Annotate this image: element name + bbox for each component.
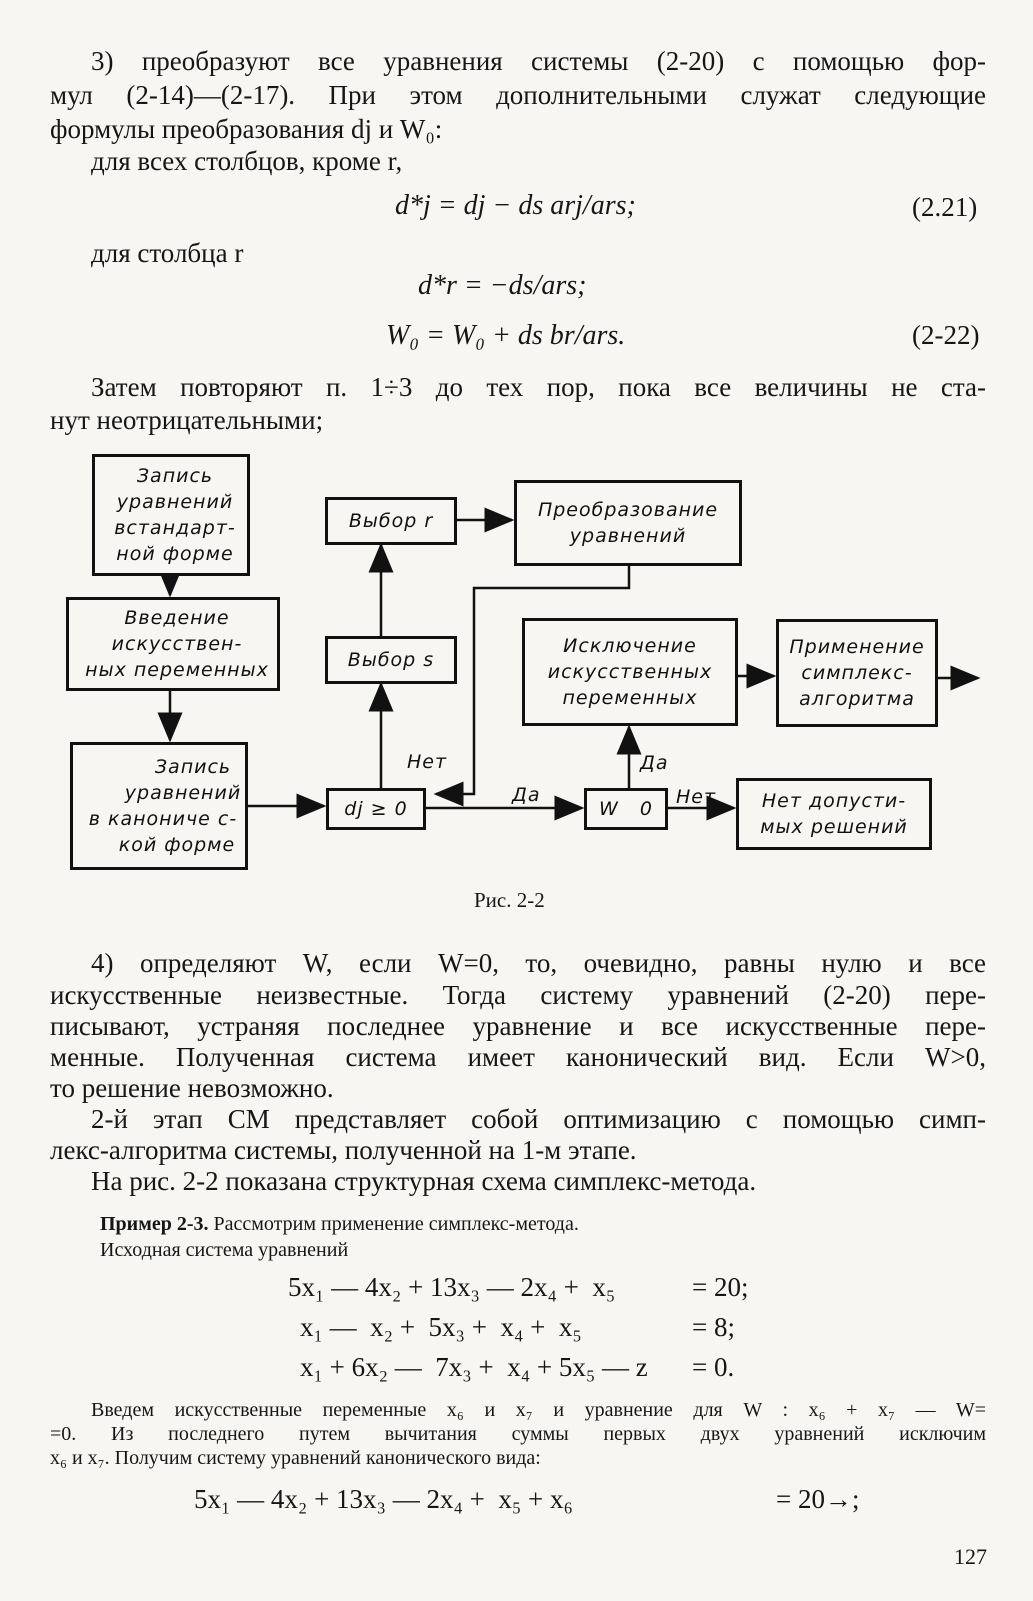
page-number: 127 (954, 1544, 987, 1569)
example-line2: Исходная система уравнений (100, 1239, 349, 1261)
box-choose-s: Выбор s (325, 636, 457, 684)
box-record-canonical-line: кой форме (118, 834, 236, 856)
formula-2-22-number: (2-22) (912, 320, 980, 350)
para3-line2: мул (2-14)—(2-17). При этом дополнительн… (50, 80, 986, 110)
formula-2-22-b: W₀ = W₀ + ds br/ars. (386, 320, 626, 351)
box-record-canonical: Запись уравнений в канониче с- кой форме (70, 742, 248, 870)
box-record-canonical-line: уравнений (124, 782, 242, 804)
box-intro-artificial: Введение искусствен- ных переменных (66, 597, 280, 691)
para3-line1: 3) преобразуют все уравнения системы (2-… (91, 46, 986, 76)
system2-eq1-left: 5x₁ — 4x₂ + 13x₃ — 2x₄ + x₅ + x₆ (194, 1484, 573, 1514)
example-title-bold: Пример 2-3. (100, 1213, 209, 1235)
box-intro-artificial-line: Введение (124, 607, 230, 629)
formula-2-21-number: (2.21) (912, 192, 978, 222)
system1-eq1-right: = 20; (692, 1272, 749, 1302)
box-apply-line: Применение (789, 636, 925, 658)
label-da-1: Да (512, 784, 541, 806)
box-record-standard: Запись уравнений встандарт- ной форме (92, 454, 250, 576)
box-exclude-artificial: Исключение искусственных переменных (522, 618, 738, 726)
para4-line4: менные. Полученная система имеет канонич… (50, 1042, 986, 1072)
artificial-line2: =0. Из последнего путем вычитания суммы … (50, 1423, 986, 1445)
system1-eq2-left: x₁ — x₂ + 5x₃ + x₄ + x₅ (300, 1312, 582, 1342)
box-record-standard-line: ной форме (116, 543, 234, 565)
label-da-2: Да (640, 752, 669, 774)
para4-line1: 4) определяют W, если W=0, то, очевидно,… (91, 948, 986, 978)
stage2-line2: лекс-алгоритма системы, полученной на 1-… (50, 1135, 637, 1165)
figure-reference: На рис. 2-2 показана структурная схема с… (91, 1166, 757, 1196)
box-exclude-line: переменных (562, 687, 698, 709)
box-w-condition: W 0 (584, 788, 668, 830)
box-apply-line: симплекс- (801, 662, 913, 684)
label-net-1: Нет (407, 751, 448, 773)
box-transform-line: уравнений (569, 525, 687, 547)
box-dj-label: dj ≥ 0 (344, 798, 408, 820)
label-net-2: Нет (676, 786, 717, 808)
box-intro-artificial-line: ных переменных (85, 659, 269, 681)
system1-eq1-left: 5x₁ — 4x₂ + 13x₃ — 2x₄ + x₅ (288, 1272, 616, 1302)
para3-line4: для всех столбцов, кроме r, (91, 146, 403, 176)
box-no-solutions: Нет допусти- мых решений (736, 778, 932, 850)
box-apply-simplex: Применение симплекс- алгоритма (776, 619, 938, 727)
artificial-line3: x₆ и x₇. Получим систему уравнений канон… (50, 1447, 541, 1469)
repeat-line1: Затем повторяют п. 1÷3 до тех пор, пока … (91, 372, 986, 402)
para4-line5: то решение невозможно. (50, 1073, 334, 1103)
box-record-standard-line: уравнений (116, 491, 234, 513)
box-record-standard-line: встандарт- (114, 517, 236, 539)
para4-line2: искусственные неизвестные. Тогда систему… (50, 980, 986, 1010)
box-transform-line: Преобразование (537, 499, 719, 521)
flowchart-connectors (157, 507, 981, 821)
box-no-solutions-line: мых решений (760, 816, 908, 838)
para3-line3: формулы преобразования dj и W₀: (50, 114, 443, 144)
box-record-standard-line: Запись (136, 465, 214, 487)
stage2-line1: 2-й этап СМ представляет собой оптимизац… (91, 1104, 986, 1134)
system1-eq3-left: x₁ + 6x₂ — 7x₃ + x₄ + 5x₅ — z (300, 1352, 648, 1382)
label-column-r: для столбца r (91, 238, 244, 268)
formula-2-21: d*j = dj − ds arj/ars; (395, 190, 636, 221)
box-apply-line: алгоритма (799, 688, 915, 710)
box-intro-artificial-line: искусствен- (111, 633, 243, 655)
box-choose-s-label: Выбор s (347, 649, 435, 671)
box-record-canonical-line: в канониче с- (88, 808, 238, 830)
box-record-canonical-line: Запись (154, 756, 232, 778)
box-no-solutions-line: Нет допусти- (761, 790, 907, 812)
box-choose-r-label: Выбор r (348, 510, 434, 532)
formula-2-22-a: d*r = −ds/ars; (418, 270, 587, 301)
box-transform-equations: Преобразование уравнений (514, 480, 742, 566)
repeat-line2: нут неотрицательными; (50, 405, 324, 435)
artificial-line1: Введем искусственные переменные x₆ и x₇ … (91, 1399, 986, 1421)
system2-eq1-right: = 20→; (776, 1484, 860, 1514)
para4-line3: писывают, устраняя последнее уравнение и… (50, 1011, 986, 1041)
example-title-rest: Рассмотрим применение симплекс-метода. (208, 1213, 579, 1235)
box-dj-condition: dj ≥ 0 (326, 788, 426, 830)
box-exclude-line: искусственных (547, 661, 713, 683)
example-title: Пример 2-3. Рассмотрим применение симпле… (100, 1212, 579, 1236)
box-exclude-line: Исключение (563, 635, 697, 657)
box-choose-r: Выбор r (325, 497, 457, 545)
box-w-label: W 0 (599, 798, 653, 820)
system1-eq2-right: = 8; (692, 1312, 735, 1342)
figure-caption: Рис. 2-2 (474, 888, 545, 912)
system1-eq3-right: = 0. (692, 1352, 735, 1382)
